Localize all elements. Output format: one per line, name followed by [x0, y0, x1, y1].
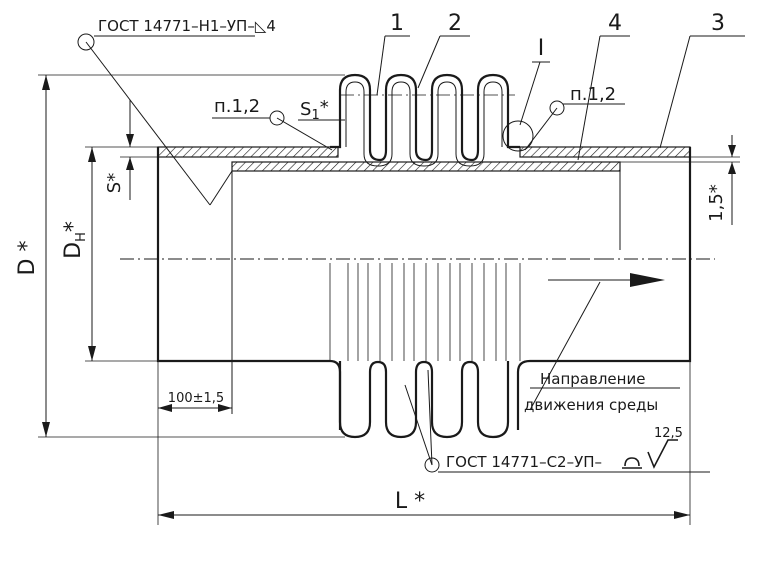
dim-l-label: L * — [395, 489, 425, 514]
weld-leader-circle-top — [77, 33, 95, 51]
gost-weld-bottom-label: ГОСТ 14771–С2–УП– — [446, 453, 602, 471]
flow-label-line1: Направление — [540, 370, 645, 388]
dim-15-label: 1,5* — [706, 184, 727, 222]
dim-dh-label: DН* — [61, 221, 89, 259]
detail-i-leader — [519, 61, 541, 126]
roughness-label: 12,5 — [654, 426, 683, 441]
pipe-outline-right — [516, 147, 692, 430]
dim-s-label: S* — [104, 173, 125, 193]
weld-symbol-icon — [622, 457, 642, 469]
roughness-check-icon — [647, 439, 678, 469]
detail-i-circle — [502, 120, 534, 152]
pos4-label: 4 — [608, 11, 622, 36]
pos3-label: 3 — [711, 11, 725, 36]
dim-d-label: D * — [15, 241, 40, 276]
pos2-leader — [417, 35, 441, 89]
detail-i-label: I — [538, 36, 545, 61]
flow-arrow-head — [630, 273, 665, 287]
bellows-upper-inner — [345, 81, 503, 167]
pos2-label: 2 — [448, 11, 462, 36]
svg-text:DН*: DН* — [61, 221, 89, 259]
note-left-circle — [269, 110, 285, 126]
gost-weld-top-label: ГОСТ 14771–Н1–УП–◺4 — [98, 17, 276, 35]
note-left-label: п.1,2 — [214, 96, 260, 117]
weld-slope — [209, 170, 233, 206]
inner-pipe-wall — [231, 161, 621, 172]
s1-label: S1* — [300, 97, 329, 123]
pos1-leader — [376, 35, 386, 96]
outer-pipe-wall-left — [157, 146, 339, 158]
bellows-upper-section — [330, 73, 520, 162]
outer-pipe-wall-right — [519, 146, 691, 158]
pos3-leader — [659, 35, 691, 149]
note-right-circle — [549, 100, 565, 116]
pipe-outline-left — [156, 147, 342, 430]
pos1-label: 1 — [390, 11, 404, 36]
flow-label-leader — [529, 281, 601, 411]
bellows-corrugation-lines — [329, 263, 521, 361]
note-right-leader — [524, 107, 558, 151]
weld-leader-line-bottom-b — [427, 369, 433, 466]
note-left-leader — [276, 117, 333, 151]
weld-leader-line-top — [85, 41, 211, 206]
bellows-lower-outline — [338, 360, 510, 439]
pos4-leader — [577, 35, 601, 161]
dim-100-label: 100±1,5 — [168, 391, 224, 406]
weld-leader-line-bottom-a — [404, 384, 433, 466]
flow-label-line2: движения среды — [524, 396, 658, 414]
note-right-label: п.1,2 — [570, 84, 616, 105]
